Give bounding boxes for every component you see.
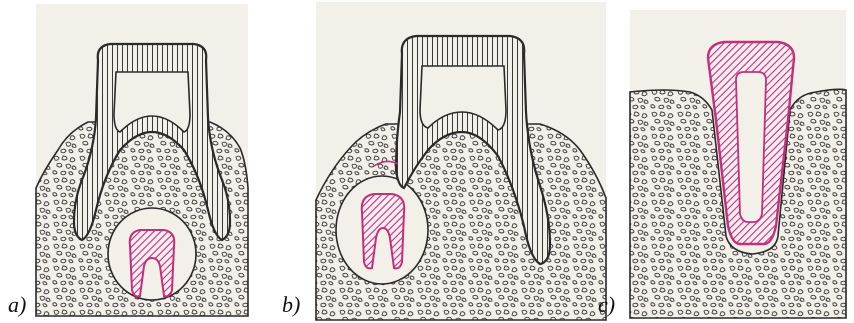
panel-b-crypt (336, 176, 428, 284)
panel-c-pulp (736, 72, 766, 222)
panel-label-b: b) (282, 294, 300, 316)
panel-c (630, 10, 846, 318)
panel-label-a: a) (8, 294, 26, 316)
panel-a (36, 4, 248, 316)
panel-b (316, 2, 606, 320)
panel-label-c: c) (598, 294, 615, 316)
